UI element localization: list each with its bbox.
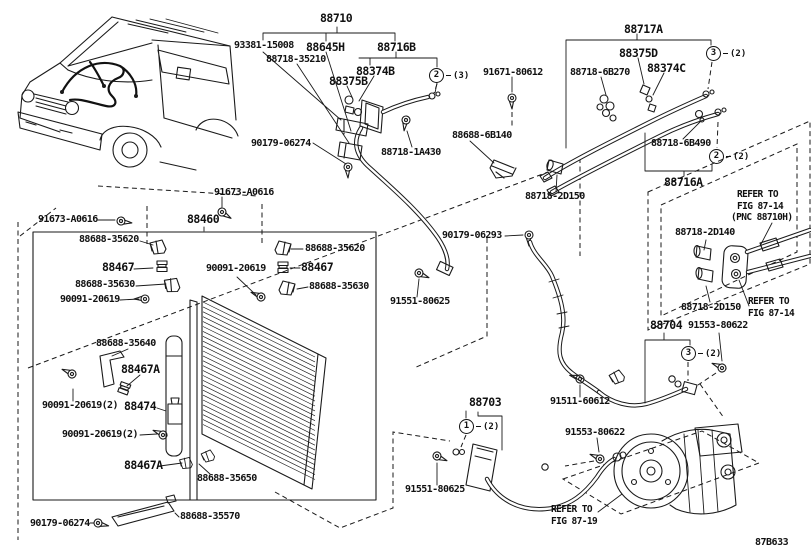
part-label-88467a-upper: 88467A — [121, 362, 160, 376]
callout-circle: 3 — [706, 46, 721, 61]
compressor — [613, 423, 743, 515]
callout-2-right: 2 (2) — [709, 149, 749, 164]
detail-fittings — [693, 227, 811, 289]
callout-count: (2) — [705, 348, 722, 359]
part-label-91551-80625-mid: 91551-80625 — [390, 296, 450, 307]
part-label-88375d: 88375D — [619, 46, 658, 60]
ref-fig-87-14: REFER TO FIG 87-14 — [748, 296, 795, 319]
part-label-88467-left: 88467 — [102, 260, 135, 274]
part-label-90179-06274-top: 90179-06274 — [251, 138, 311, 149]
suction-pipes — [489, 84, 727, 197]
part-label-88704: 88704 — [650, 318, 683, 332]
callout-count: (2) — [733, 151, 750, 162]
part-label-88374c: 88374C — [647, 61, 686, 75]
part-label-88375b: 88375B — [329, 74, 368, 88]
part-label-90091-20619-left: 90091-20619 — [60, 294, 120, 305]
part-label-88688-6b140: 88688-6B140 — [452, 130, 512, 141]
part-label-90091-20619-mid: 90091-20619 — [206, 263, 266, 274]
drawing-code: 87B633 — [755, 537, 789, 548]
callout-3-bottom: 3 (2) — [681, 346, 721, 361]
part-label-88717a: 88717A — [624, 22, 663, 36]
callout-circle: 2 — [709, 149, 724, 164]
part-label-88688-35640: 88688-35640 — [96, 338, 156, 349]
part-label-88474: 88474 — [124, 399, 157, 413]
part-label-88718-2d150-bottom: 88718-2D150 — [681, 302, 741, 313]
callout-2-top: 2 (3) — [429, 68, 469, 83]
callout-1: 1 (2) — [459, 419, 499, 434]
bracket-88688-35570 — [111, 494, 177, 527]
part-label-88688-35570: 88688-35570 — [180, 511, 240, 522]
callout-3-top: 3 (2) — [706, 46, 746, 61]
ref-line: FIG 87-14 — [737, 200, 784, 212]
ref-fig-87-14-pnc: REFER TO FIG 87-14 (PNC 88710H) — [731, 189, 793, 224]
part-label-88716b: 88716B — [377, 40, 416, 54]
receiver-drier — [165, 335, 183, 457]
callout-circle: 3 — [681, 346, 696, 361]
discharge-hose-88703 — [431, 443, 627, 512]
condenser-assembly — [32, 205, 377, 531]
callout-circle: 2 — [429, 68, 444, 83]
ref-line: (PNC 88710H) — [731, 212, 793, 223]
part-label-88718-35210: 88718-35210 — [266, 54, 326, 65]
callout-count: (3) — [453, 70, 470, 81]
part-label-88460: 88460 — [187, 212, 220, 226]
part-label-91551-80625-bottom: 91551-80625 — [405, 484, 465, 495]
ref-fig-87-19: REFER TO FIG 87-19 — [551, 504, 598, 527]
part-label-88718-2d150-top: 88718-2D150 — [525, 191, 585, 202]
part-label-91673-a0616-left: 91673-A0616 — [38, 214, 98, 225]
part-label-91553-80622-compressor: 91553-80622 — [565, 427, 625, 438]
receiver-88474 — [167, 397, 183, 425]
part-label-88467a-lower: 88467A — [124, 458, 163, 472]
ref-line: FIG 87-14 — [748, 307, 795, 319]
ref-line: REFER TO — [748, 296, 790, 307]
part-label-88374b: 88374B — [356, 64, 395, 78]
part-label-91671-80612: 91671-80612 — [483, 67, 543, 78]
ref-line: FIG 87-19 — [551, 515, 598, 527]
callout-dash — [726, 156, 731, 157]
part-label-91553-80622-right: 91553-80622 — [688, 320, 748, 331]
vehicle-illustration — [17, 16, 259, 197]
callout-count: (2) — [483, 421, 500, 432]
callout-count: (2) — [730, 48, 747, 59]
part-label-88688-35650: 88688-35650 — [197, 473, 257, 484]
part-label-88718-2d140: 88718-2D140 — [675, 227, 735, 238]
part-label-88718-6b270: 88718-6B270 — [570, 67, 630, 78]
callout-dash — [723, 53, 728, 54]
part-label-90091-20619x2-lower: 90091-20619(2) — [62, 429, 138, 440]
part-label-88710: 88710 — [320, 11, 353, 25]
leader-lines — [72, 26, 773, 524]
part-label-91673-a0616-top: 91673-A0616 — [214, 187, 274, 198]
bracket-88467a-upper — [99, 350, 125, 388]
pipe-88704 — [527, 239, 728, 408]
ref-line: REFER TO — [737, 189, 779, 200]
part-label-88716a: 88716A — [664, 175, 703, 189]
liquid-line-88710 — [335, 91, 534, 282]
part-label-93381-15008: 93381-15008 — [234, 40, 294, 51]
ref-line: REFER TO — [551, 504, 593, 515]
part-label-90179-06274-bottom: 90179-06274 — [30, 518, 90, 529]
part-label-88718-1a430: 88718-1A430 — [381, 147, 441, 158]
part-label-88467-right: 88467 — [301, 260, 334, 274]
part-label-88688-35620-left: 88688-35620 — [79, 234, 139, 245]
part-label-88688-35630-left: 88688-35630 — [75, 279, 135, 290]
part-label-88718-6b490: 88718-6B490 — [651, 138, 711, 149]
part-label-90179-06293: 90179-06293 — [442, 230, 502, 241]
callout-dash — [476, 426, 481, 427]
part-label-88688-35620-right: 88688-35620 — [305, 243, 365, 254]
callout-dash — [446, 75, 451, 76]
callout-dash — [698, 353, 703, 354]
part-label-90091-20619x2-upper: 90091-20619(2) — [42, 400, 118, 411]
part-label-91511-60612: 91511-60612 — [550, 396, 610, 407]
part-label-88688-35630-right: 88688-35630 — [309, 281, 369, 292]
part-label-88645h: 88645H — [306, 40, 345, 54]
part-label-88703: 88703 — [469, 395, 502, 409]
callout-circle: 1 — [459, 419, 474, 434]
